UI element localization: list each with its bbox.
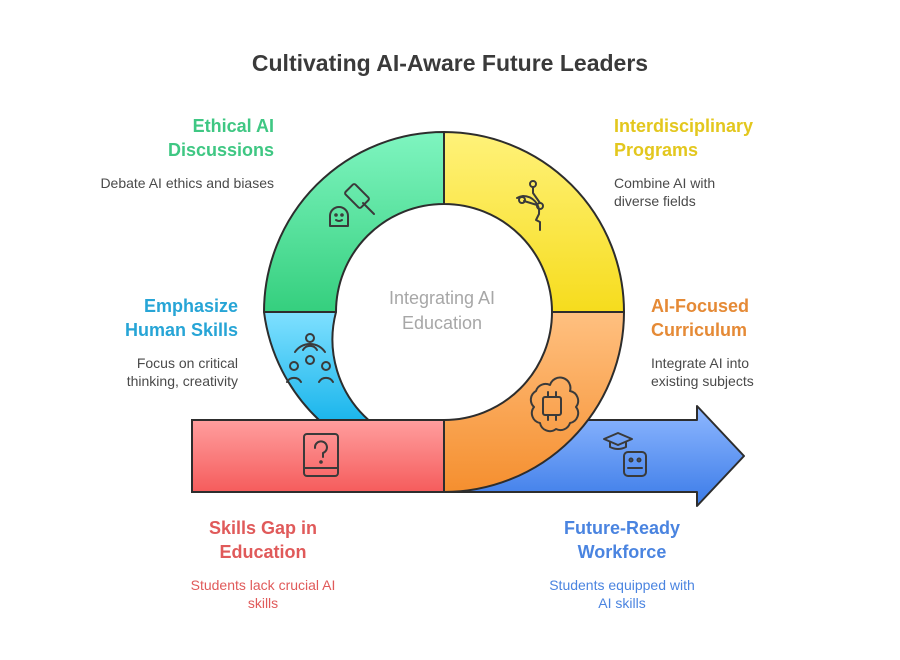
brain-chip-icon <box>529 376 580 433</box>
ethical-ai-desc: Debate AI ethics and biases <box>100 175 274 191</box>
skills-gap-title: Skills Gap in Education <box>208 518 318 562</box>
center-label: Integrating AI Education <box>388 288 496 333</box>
future-ready-title: Future-Ready Workforce <box>563 518 680 562</box>
interdisciplinary-desc: Combine AI with diverse fields <box>614 175 716 209</box>
ai-curriculum-title: AI-Focused Curriculum <box>651 296 750 340</box>
ethical-ai-title: Ethical AI Discussions <box>167 116 274 160</box>
head-network-icon <box>516 180 544 231</box>
ring-segment-ai-curriculum <box>443 311 625 493</box>
people-gear-icon <box>286 333 334 383</box>
interdisciplinary-title: Interdisciplinary Programs <box>614 116 754 160</box>
skills-gap-bar <box>191 419 445 493</box>
ai-curriculum-desc: Integrate AI into existing subjects <box>651 355 754 389</box>
ring-segment-ethical-ai <box>263 131 445 313</box>
future-ready-desc: Students equipped with AI skills <box>549 577 695 611</box>
ring-segment-human-skills <box>263 311 370 421</box>
human-skills-desc: Focus on critical thinking, creativity <box>126 355 238 389</box>
gavel-icon <box>329 183 375 227</box>
skills-gap-desc: Students lack crucial AI skills <box>190 577 336 611</box>
human-skills-title: Emphasize Human Skills <box>124 296 238 340</box>
book-question-icon <box>303 433 339 477</box>
diagram-title: Cultivating AI-Aware Future Leaders <box>251 50 649 76</box>
ring-segment-interdisciplinary <box>443 131 625 313</box>
robot-graduate-icon <box>603 432 647 477</box>
